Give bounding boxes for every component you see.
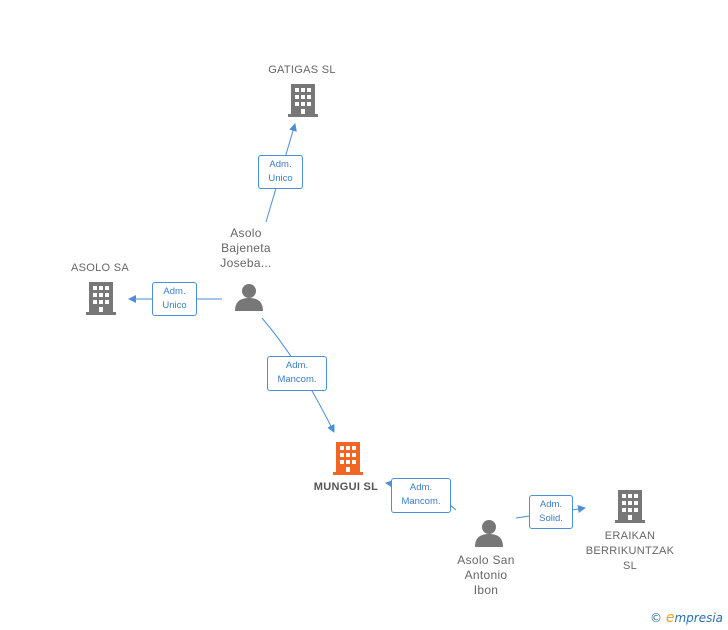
edge-label-bajeneta-mungui: Adm. Mancom. <box>267 356 327 391</box>
node-label-asolo-sa[interactable]: ASOLO SA <box>70 262 130 274</box>
node-label-asolo-san-antonio[interactable]: Asolo San Antonio Ibon <box>457 553 515 597</box>
node-label-mungui[interactable]: MUNGUI SL <box>313 481 379 493</box>
node-label-eraikan[interactable]: ERAIKAN BERRIKUNTZAK SL <box>585 530 675 572</box>
building-icon <box>333 442 363 475</box>
edge-label-bajeneta-asolo-sa: Adm. Unico <box>152 282 197 316</box>
copyright-symbol: © <box>650 611 662 625</box>
person-icon <box>475 520 503 547</box>
empresia-logo: © empresia <box>650 610 723 626</box>
brand-initial: e <box>665 610 675 626</box>
edge-label-san-antonio-eraikan: Adm. Solid. <box>529 495 573 529</box>
building-icon <box>86 282 116 315</box>
brand-name: mpresia <box>674 611 724 625</box>
edge-label-san-antonio-mungui: Adm. Mancom. <box>391 478 451 513</box>
building-icon <box>615 490 645 523</box>
person-icon <box>235 284 263 311</box>
node-label-gatigas[interactable]: GATIGAS SL <box>268 64 336 76</box>
edge-label-bajeneta-gatigas: Adm. Unico <box>258 155 303 189</box>
building-icon <box>288 84 318 117</box>
node-label-asolo-bajeneta[interactable]: Asolo Bajeneta Joseba... <box>220 226 272 270</box>
